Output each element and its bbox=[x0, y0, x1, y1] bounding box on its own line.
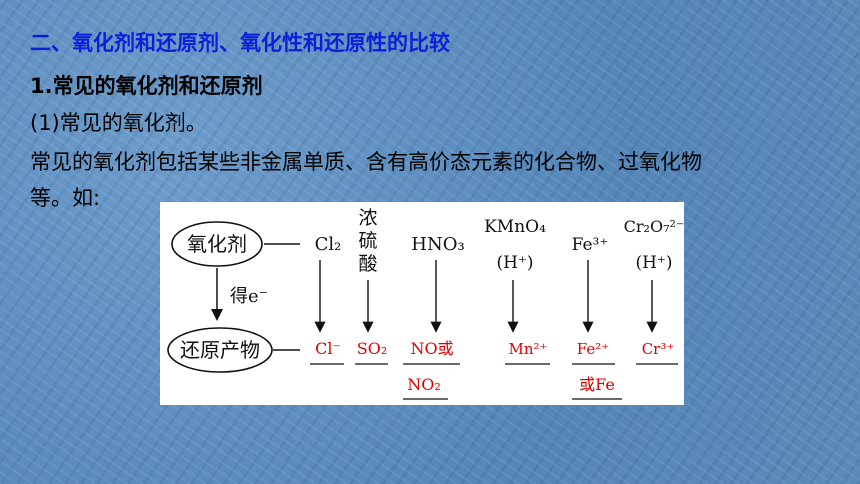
reagent-sulfuric-char-3: 酸 bbox=[358, 253, 377, 275]
reagent-kmno4: KMnO₄ bbox=[484, 217, 546, 237]
reagent-hno3: HNO₃ bbox=[411, 234, 464, 255]
product-no2: NO₂ bbox=[407, 375, 441, 394]
reagent-cl2: Cl₂ bbox=[315, 234, 342, 255]
paragraph-line-1: 常见的氧化剂包括某些非金属单质、含有高价态元素的化合物、过氧化物 bbox=[30, 150, 702, 174]
reagent-cr2o7: Cr₂O₇²⁻ bbox=[624, 217, 684, 236]
subsection-title: (1)常见的氧化剂。 bbox=[30, 111, 207, 135]
oxidant-label: 氧化剂 bbox=[187, 232, 247, 256]
oxidant-diagram: 氧化剂 得e⁻ 还原产物 Cl₂ Cl⁻ 浓 硫 酸 SO₂ HNO₃ NO或 … bbox=[160, 202, 684, 405]
section-heading: 二、氧化剂和还原剂、氧化性和还原性的比较 bbox=[30, 31, 450, 55]
product-so2: SO₂ bbox=[357, 339, 388, 358]
product-label: 还原产物 bbox=[180, 338, 260, 362]
condition-kmno4: (H⁺) bbox=[496, 253, 533, 273]
product-cl-minus: Cl⁻ bbox=[315, 339, 341, 358]
product-ellipse bbox=[167, 327, 273, 373]
reagent-sulfuric-char-2: 硫 bbox=[358, 230, 377, 252]
gain-electron-label: 得e⁻ bbox=[230, 286, 268, 307]
reagent-sulfuric-char-1: 浓 bbox=[358, 207, 377, 229]
product-cr3plus: Cr³⁺ bbox=[642, 340, 675, 358]
product-or-fe: 或Fe bbox=[579, 375, 615, 394]
reagent-fe3plus: Fe³⁺ bbox=[572, 235, 609, 255]
paragraph-line-2: 等。如: bbox=[30, 186, 101, 210]
oxidant-diagram-svg: 氧化剂 得e⁻ 还原产物 Cl₂ Cl⁻ 浓 硫 酸 SO₂ HNO₃ NO或 … bbox=[167, 207, 684, 400]
product-no: NO或 bbox=[410, 339, 453, 358]
subheading: 1.常见的氧化剂和还原剂 bbox=[30, 74, 263, 98]
product-mn2plus: Mn²⁺ bbox=[509, 340, 548, 358]
oxidant-ellipse bbox=[171, 221, 263, 267]
product-fe2plus: Fe²⁺ bbox=[577, 340, 609, 358]
condition-cr2o7: (H⁺) bbox=[635, 253, 672, 273]
